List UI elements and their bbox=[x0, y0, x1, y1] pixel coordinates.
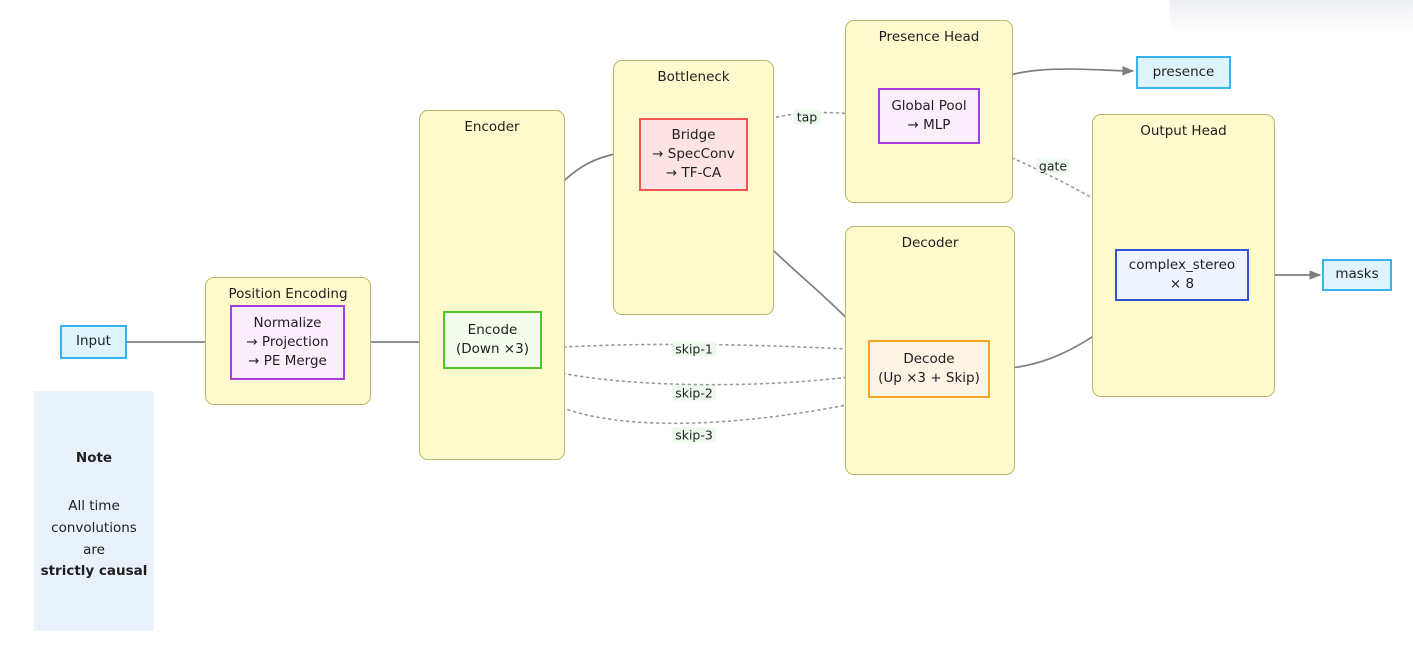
node-complex-stereo[interactable]: complex_stereo × 8 bbox=[1115, 249, 1249, 301]
edge-skip-3 bbox=[517, 369, 882, 425]
edge-label-gate: gate bbox=[1035, 158, 1071, 174]
cluster-label-decoder: Decoder bbox=[901, 235, 959, 251]
note-body: All time convolutions are strictly causa… bbox=[41, 496, 148, 583]
note-line-4: strictly causal bbox=[40, 563, 148, 580]
cluster-encoder: Encoder bbox=[419, 110, 565, 460]
node-masks[interactable]: masks bbox=[1322, 259, 1392, 291]
node-masks-line-1: masks bbox=[1335, 266, 1379, 283]
note-line-1: All time bbox=[68, 497, 120, 514]
note-line-2: convolutions bbox=[51, 519, 137, 536]
edge-skip-2 bbox=[533, 365, 866, 386]
node-bridge-line-3: → TF-CA bbox=[665, 165, 722, 182]
cluster-label-output-head: Output Head bbox=[1140, 123, 1227, 139]
cluster-label-encoder: Encoder bbox=[464, 119, 520, 135]
node-normalize-line-1: Normalize bbox=[253, 314, 322, 331]
cluster-label-presence-head: Presence Head bbox=[878, 29, 980, 45]
node-bridge[interactable]: Bridge → SpecConv → TF-CA bbox=[639, 118, 748, 191]
node-decode[interactable]: Decode (Up ×3 + Skip) bbox=[868, 340, 990, 398]
cluster-label-position-encoding: Position Encoding bbox=[228, 286, 348, 302]
node-encode[interactable]: Encode (Down ×3) bbox=[443, 311, 542, 369]
node-input-line-1: Input bbox=[76, 333, 111, 350]
node-encode-line-1: Encode bbox=[467, 321, 518, 338]
node-complex-stereo-line-2: × 8 bbox=[1169, 276, 1195, 292]
edge-label-skip-2: skip-2 bbox=[672, 385, 716, 401]
cluster-presence-head: Presence Head bbox=[845, 20, 1013, 203]
node-decode-line-2: (Up ×3 + Skip) bbox=[878, 370, 980, 386]
node-bridge-line-2: → SpecConv bbox=[652, 145, 735, 162]
node-bridge-line-1: Bridge bbox=[671, 126, 716, 143]
node-normalize-line-2: → Projection bbox=[246, 333, 329, 350]
edge-label-skip-1: skip-1 bbox=[672, 341, 716, 357]
note-title: Note bbox=[75, 450, 113, 466]
node-normalize-line-3: → PE Merge bbox=[248, 353, 327, 370]
cluster-label-bottleneck: Bottleneck bbox=[657, 69, 730, 85]
edge-label-skip-3: skip-3 bbox=[672, 427, 716, 443]
node-presence-line-1: presence bbox=[1152, 63, 1215, 80]
node-encode-line-2: (Down ×3) bbox=[456, 341, 529, 357]
node-global-pool-line-1: Global Pool bbox=[891, 97, 967, 114]
node-complex-stereo-line-1: complex_stereo bbox=[1128, 256, 1236, 273]
node-input[interactable]: Input bbox=[60, 325, 127, 359]
node-normalize[interactable]: Normalize → Projection → PE Merge bbox=[230, 305, 345, 380]
edge-label-tap: tap bbox=[793, 109, 821, 125]
note-box: Note All time convolutions are strictly … bbox=[34, 391, 154, 631]
node-decode-line-1: Decode bbox=[903, 350, 955, 367]
node-global-pool[interactable]: Global Pool → MLP bbox=[878, 88, 980, 144]
note-line-3: are bbox=[83, 541, 105, 558]
node-global-pool-line-2: → MLP bbox=[907, 117, 951, 133]
node-presence[interactable]: presence bbox=[1136, 56, 1231, 89]
